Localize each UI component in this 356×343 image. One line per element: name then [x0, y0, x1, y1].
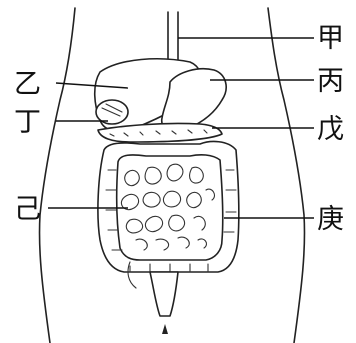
label-ding: 丁	[14, 107, 41, 138]
label-geng: 庚	[317, 204, 344, 235]
label-ji: 己	[14, 194, 41, 225]
label-yi: 乙	[14, 69, 41, 100]
label-bing: 丙	[317, 66, 344, 97]
label-jia: 甲	[317, 23, 344, 54]
anus-marker	[162, 324, 168, 334]
label-wu: 戊	[317, 114, 344, 145]
